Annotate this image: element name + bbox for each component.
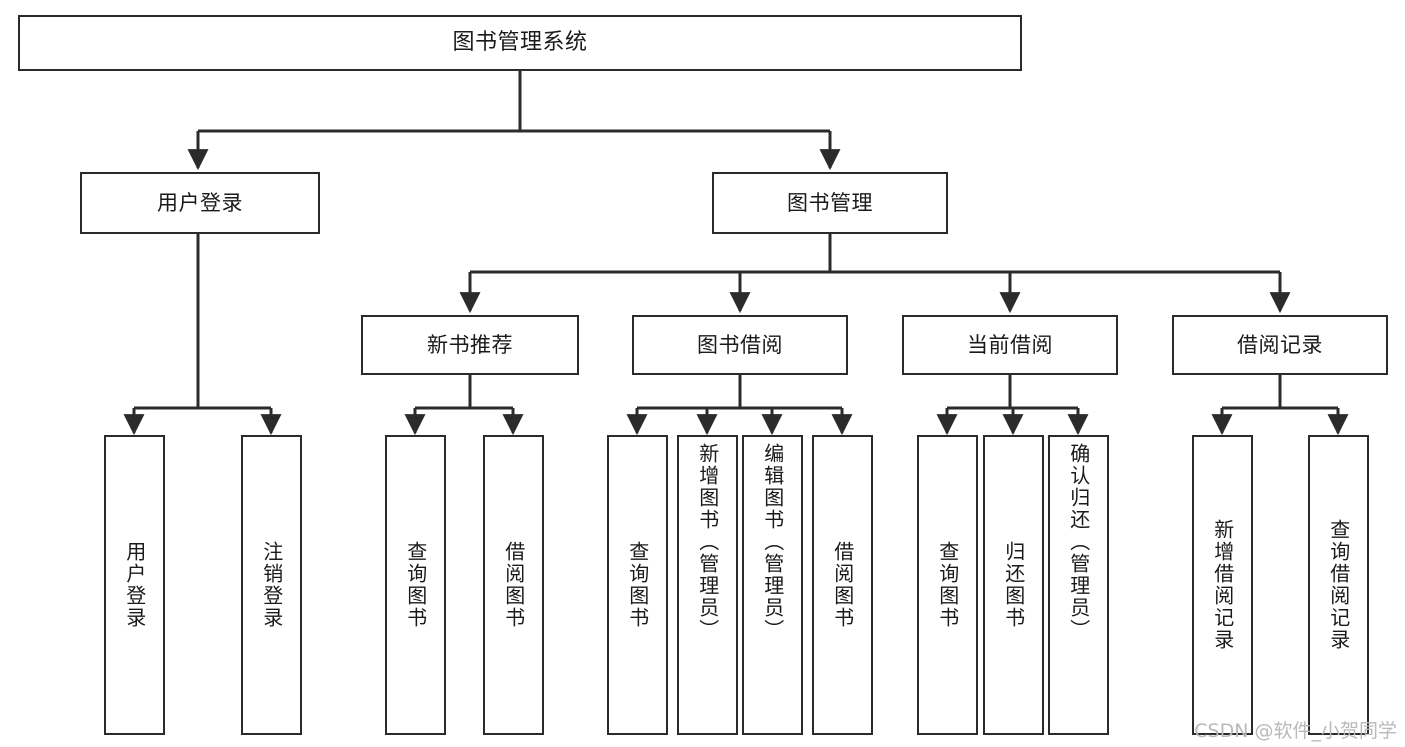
node-label: 借阅记录 xyxy=(1237,332,1323,357)
node-label: 用户登录 xyxy=(157,190,243,215)
node-borrow-records[interactable]: 借阅记录 xyxy=(1172,315,1388,375)
node-label: 查询图书 xyxy=(403,541,428,629)
leaf-current-return-book[interactable]: 归还图书 xyxy=(983,435,1044,735)
leaf-records-add-record[interactable]: 新增借阅记录 xyxy=(1192,435,1253,735)
leaf-current-confirm-return-admin[interactable]: 确认归还（管理员） xyxy=(1048,435,1109,735)
node-label: 新增借阅记录 xyxy=(1210,519,1235,651)
node-current-borrow[interactable]: 当前借阅 xyxy=(902,315,1118,375)
watermark: CSDN @软件_小贺同学 xyxy=(1194,720,1397,742)
leaf-recommend-borrow-book[interactable]: 借阅图书 xyxy=(483,435,544,735)
node-label: 查询图书 xyxy=(935,541,960,629)
leaf-user-login-signin[interactable]: 用户登录 xyxy=(104,435,165,735)
leaf-user-login-signout[interactable]: 注销登录 xyxy=(241,435,302,735)
node-label: 图书管理系统 xyxy=(452,30,588,56)
leaf-borrow-query-book[interactable]: 查询图书 xyxy=(607,435,668,735)
node-label: 确认归还（管理员） xyxy=(1066,443,1091,641)
node-new-book-recommend[interactable]: 新书推荐 xyxy=(361,315,579,375)
node-label: 编辑图书（管理员） xyxy=(760,443,785,641)
node-user-login[interactable]: 用户登录 xyxy=(80,172,320,234)
node-book-borrow[interactable]: 图书借阅 xyxy=(632,315,848,375)
node-label: 查询图书 xyxy=(625,541,650,629)
leaf-borrow-edit-book-admin[interactable]: 编辑图书（管理员） xyxy=(742,435,803,735)
node-label: 借阅图书 xyxy=(501,541,526,629)
node-label: 新书推荐 xyxy=(427,332,513,357)
leaf-borrow-borrow-book[interactable]: 借阅图书 xyxy=(812,435,873,735)
node-label: 注销登录 xyxy=(259,541,284,629)
node-label: 当前借阅 xyxy=(967,332,1053,357)
leaf-current-query-book[interactable]: 查询图书 xyxy=(917,435,978,735)
node-root-system[interactable]: 图书管理系统 xyxy=(18,15,1022,71)
leaf-borrow-add-book-admin[interactable]: 新增图书（管理员） xyxy=(677,435,738,735)
node-label: 用户登录 xyxy=(122,541,147,629)
node-label: 查询借阅记录 xyxy=(1326,519,1351,651)
node-label: 图书管理 xyxy=(787,190,873,215)
node-label: 借阅图书 xyxy=(830,541,855,629)
node-label: 图书借阅 xyxy=(697,332,783,357)
node-label: 新增图书（管理员） xyxy=(695,443,720,641)
node-label: 归还图书 xyxy=(1001,541,1026,629)
leaf-recommend-query-book[interactable]: 查询图书 xyxy=(385,435,446,735)
leaf-records-query-record[interactable]: 查询借阅记录 xyxy=(1308,435,1369,735)
node-book-management[interactable]: 图书管理 xyxy=(712,172,948,234)
